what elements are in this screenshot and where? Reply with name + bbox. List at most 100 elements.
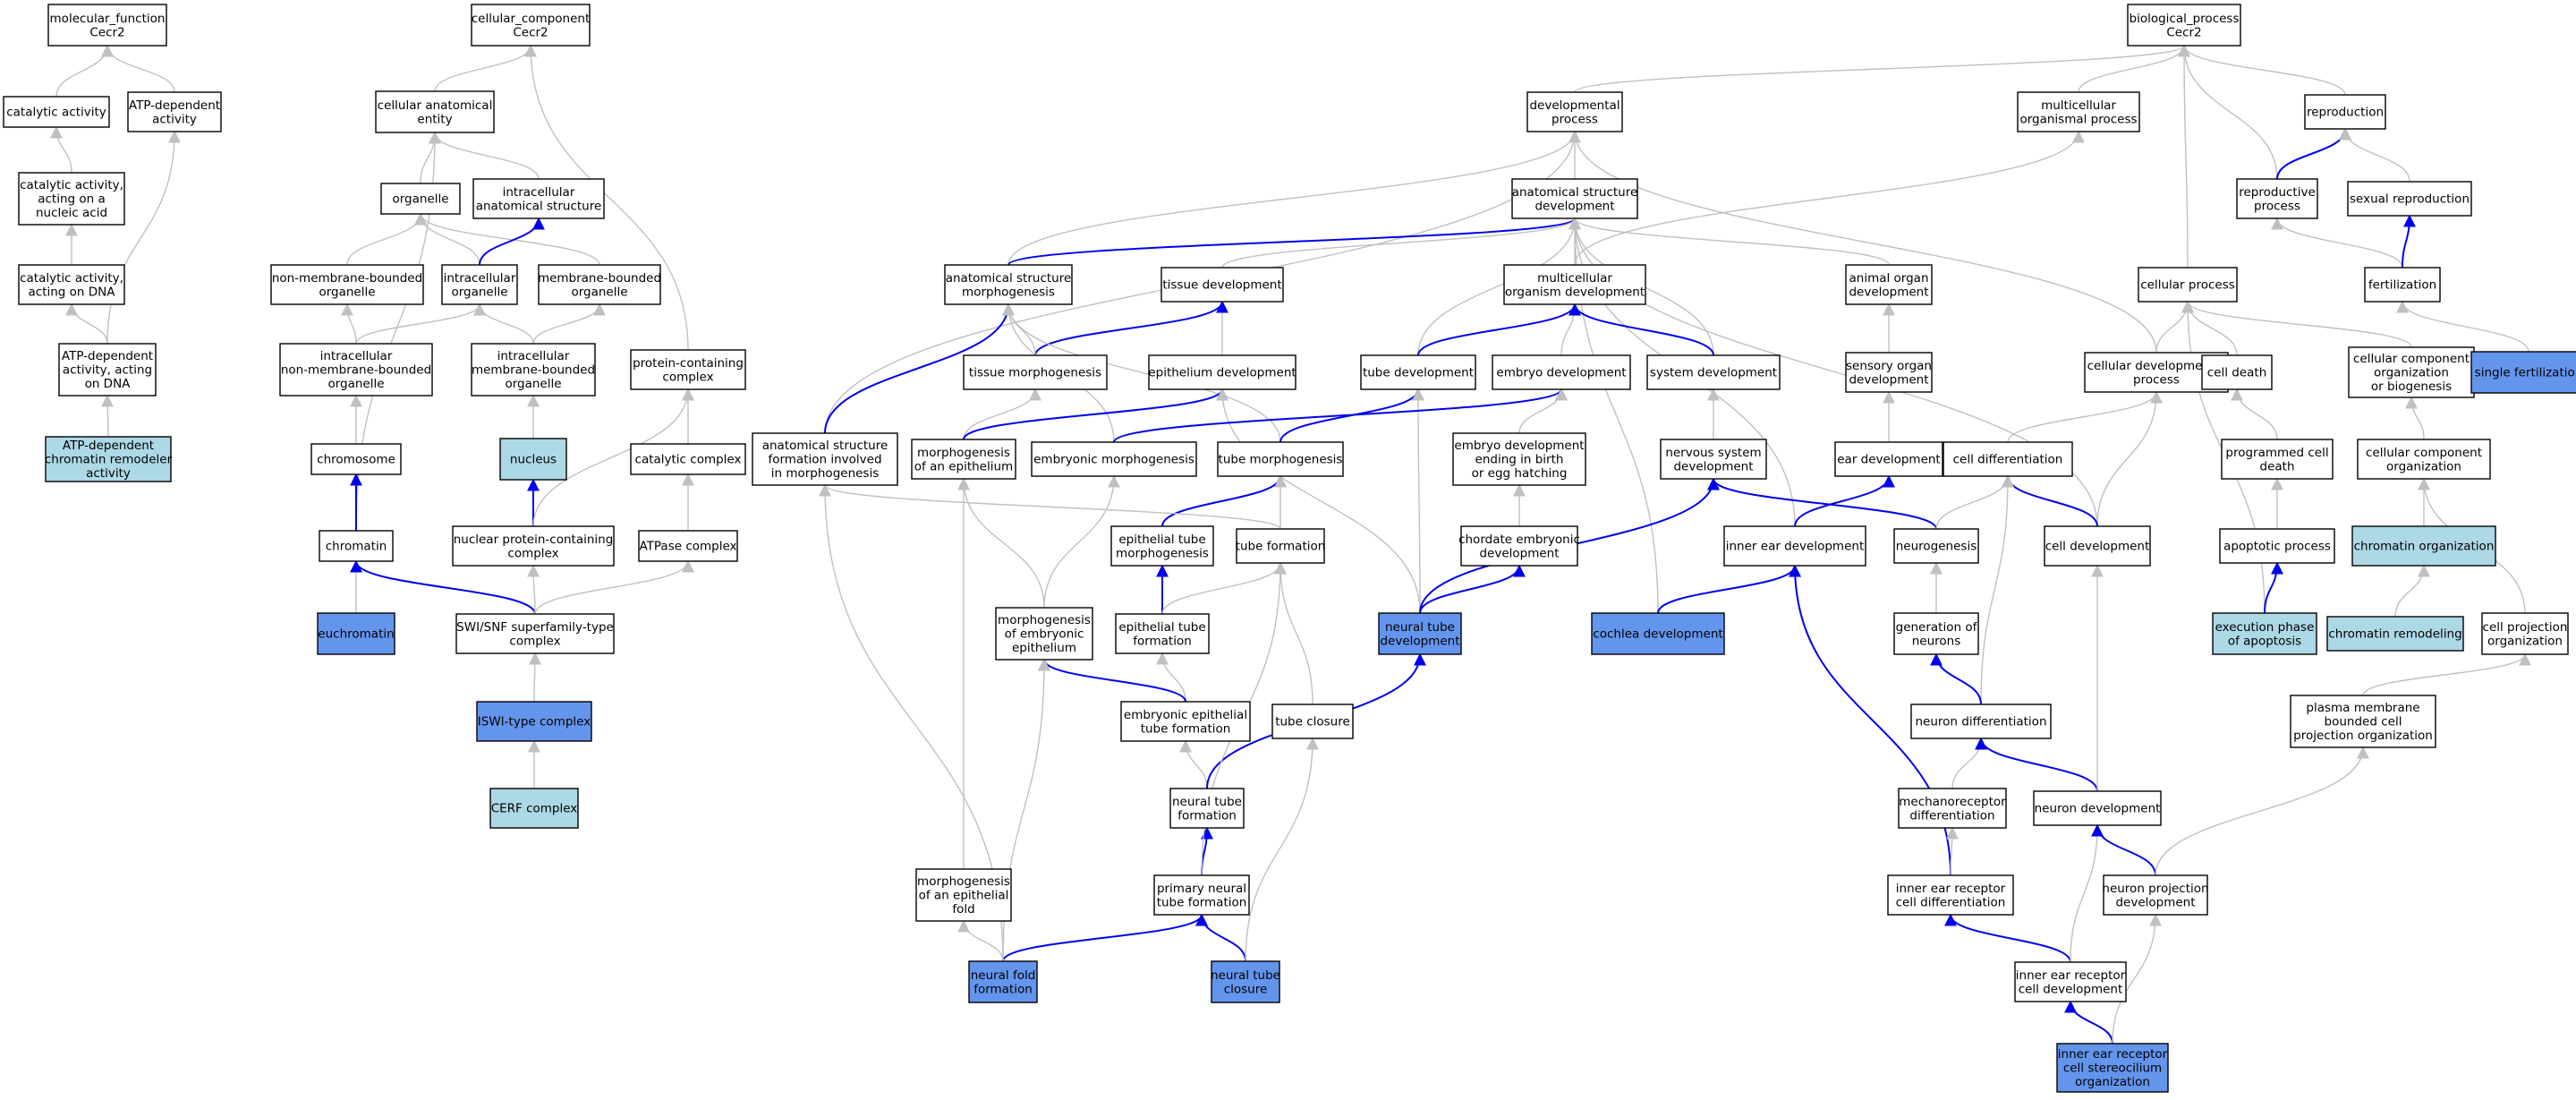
- node-box: [476, 701, 592, 742]
- node-neurogen[interactable]: neurogenesis: [1893, 528, 1979, 564]
- node-sexrepro[interactable]: sexual reproduction: [2347, 181, 2472, 217]
- node-tubeform[interactable]: tube formation: [1236, 528, 1326, 564]
- node-neurdiff[interactable]: neuron differentiation: [1910, 703, 2052, 739]
- node-catact[interactable]: catalytic activity: [3, 96, 110, 128]
- node-label-line: intracellular: [320, 349, 393, 363]
- node-cellproc[interactable]: cellular process: [2138, 267, 2238, 303]
- node-chromosome[interactable]: chromosome: [310, 443, 402, 475]
- node-chromorg[interactable]: chromatin organization: [2351, 525, 2496, 567]
- node-celldeath[interactable]: cell death: [2201, 354, 2273, 390]
- node-tubemorph[interactable]: tube morphogenesis: [1217, 441, 1344, 477]
- node-celldiff[interactable]: cell differentiation: [1943, 441, 2073, 477]
- node-iswi[interactable]: ISWI-type complex: [476, 701, 592, 742]
- node-catdna[interactable]: catalytic activity,acting on DNA: [18, 264, 125, 305]
- edge-npd-to-pmbcpo: [2155, 746, 2369, 876]
- node-cerf[interactable]: CERF complex: [489, 788, 579, 829]
- node-embmorph[interactable]: embryonic morphogenesis: [1031, 441, 1197, 477]
- node-euchrom[interactable]: euchromatin: [317, 612, 395, 655]
- node-nucleus[interactable]: nucleus: [499, 438, 567, 481]
- node-inmbo[interactable]: intracellularnon-membrane-boundedorganel…: [279, 343, 433, 397]
- node-singfert[interactable]: single fertilization: [2470, 351, 2576, 394]
- node-label-line: chromatin remodeler: [45, 453, 173, 467]
- node-box: [995, 607, 1093, 661]
- node-fert[interactable]: fertilization: [2364, 267, 2441, 303]
- node-celldev[interactable]: cell development: [2044, 525, 2151, 567]
- node-chromatin[interactable]: chromatin: [319, 530, 394, 562]
- node-epidev[interactable]: epithelium development: [1148, 354, 1297, 390]
- node-innerear[interactable]: inner ear development: [1723, 525, 1866, 567]
- node-eardev[interactable]: ear development: [1834, 441, 1943, 477]
- node-organelle[interactable]: organelle: [380, 183, 461, 215]
- node-chromremod[interactable]: chromatin remodeling: [2326, 616, 2464, 652]
- node-catcomp[interactable]: catalytic complex: [630, 443, 746, 475]
- node-box: [1893, 528, 1979, 564]
- node-repro[interactable]: reproduction: [2304, 94, 2386, 130]
- node-apop[interactable]: apoptotic process: [2219, 528, 2335, 564]
- node-label-line: embryonic epithelial: [1124, 708, 1247, 722]
- node-embdev[interactable]: embryo development: [1492, 354, 1631, 390]
- node-atpase[interactable]: ATPase complex: [638, 530, 738, 562]
- node-sysdev[interactable]: system development: [1646, 354, 1781, 390]
- node-tubedev[interactable]: tube development: [1360, 354, 1476, 390]
- node-label-line: epithelium development: [1148, 366, 1296, 380]
- node-label-line: complex: [509, 634, 560, 648]
- node-cochlea[interactable]: cochlea development: [1591, 612, 1725, 655]
- node-tissuedev[interactable]: tissue development: [1160, 267, 1284, 303]
- node-neurdev[interactable]: neuron development: [2033, 790, 2162, 826]
- node-tubeclos[interactable]: tube closure: [1271, 703, 1354, 739]
- node-box: [1211, 960, 1280, 1003]
- node-tissuemorph[interactable]: tissue morphogenesis: [963, 354, 1108, 390]
